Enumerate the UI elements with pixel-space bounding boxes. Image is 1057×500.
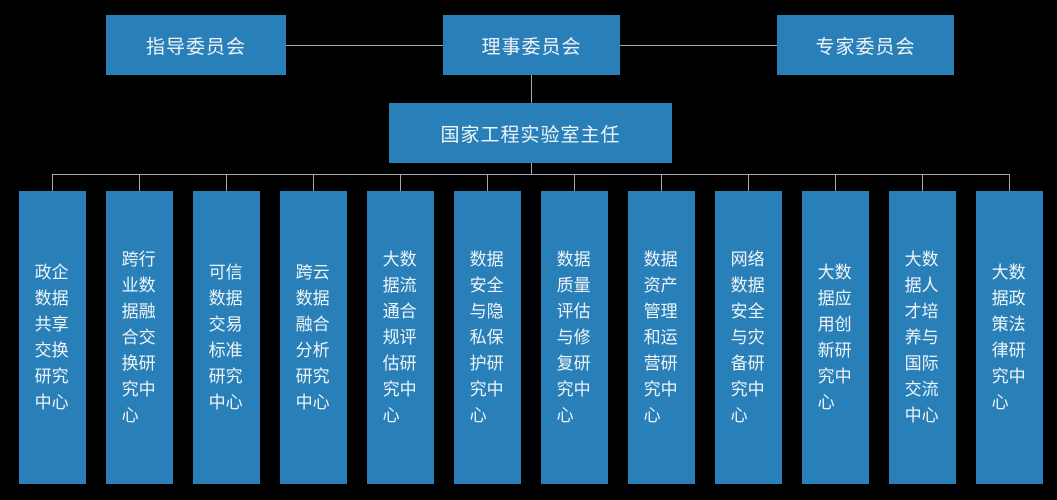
connector-line [748, 174, 749, 191]
connector-line [574, 174, 575, 191]
connector-line [835, 174, 836, 191]
connector-line [1009, 174, 1010, 191]
research-center-box: 数据资产管理和运营研究中心 [628, 191, 695, 484]
research-center: 数据资产管理和运营研究中心 [628, 174, 695, 484]
research-center: 大数据应用创新研究中心 [802, 174, 869, 484]
research-center-box: 大数据应用创新研究中心 [802, 191, 869, 484]
research-center-label: 可信数据交易标准研究中心 [208, 262, 243, 412]
director-label: 国家工程实验室主任 [440, 124, 621, 146]
connector-line [922, 174, 923, 191]
research-center: 大数据流通合规评估研究中心 [367, 174, 434, 484]
connector-line [661, 174, 662, 191]
connector-line [487, 174, 488, 191]
research-center-label: 数据资产管理和运营研究中心 [643, 249, 678, 425]
research-center-label: 政企数据共享交换研究中心 [34, 262, 69, 412]
committee-label: 专家委员会 [815, 36, 916, 58]
committee-label: 理事委员会 [481, 36, 582, 58]
connector-bus-line [52, 174, 1009, 175]
research-center: 大数据政策法律研究中心 [976, 174, 1043, 484]
connector-line [400, 174, 401, 191]
research-center-box: 跨云数据融合分析研究中心 [280, 191, 347, 484]
committee-box-guidance: 指导委员会 [106, 15, 286, 75]
research-center-box: 网络数据安全与灾备研究中心 [715, 191, 782, 484]
connector-line [313, 174, 314, 191]
research-center-label: 大数据政策法律研究中心 [991, 262, 1026, 412]
research-center-label: 数据质量评估与修复研究中心 [556, 249, 591, 425]
research-center-box: 数据质量评估与修复研究中心 [541, 191, 608, 484]
connector-line [620, 45, 777, 46]
research-center: 网络数据安全与灾备研究中心 [715, 174, 782, 484]
committee-box-council: 理事委员会 [443, 15, 620, 75]
research-center-box: 跨行业数据融合交换研究中心 [106, 191, 173, 484]
research-center: 跨云数据融合分析研究中心 [280, 174, 347, 484]
research-center-label: 大数据流通合规评估研究中心 [382, 249, 417, 425]
connector-line [226, 174, 227, 191]
connector-line [52, 174, 53, 191]
connector-line [139, 174, 140, 191]
research-center: 大数据人才培养与国际交流中心 [889, 174, 956, 484]
connector-line [531, 163, 532, 174]
research-center: 可信数据交易标准研究中心 [193, 174, 260, 484]
research-center-box: 政企数据共享交换研究中心 [19, 191, 86, 484]
research-center: 跨行业数据融合交换研究中心 [106, 174, 173, 484]
research-center-box: 数据安全与隐私保护研究中心 [454, 191, 521, 484]
research-center-label: 大数据应用创新研究中心 [817, 262, 852, 412]
committee-label: 指导委员会 [145, 36, 246, 58]
research-center-box: 可信数据交易标准研究中心 [193, 191, 260, 484]
research-center-label: 网络数据安全与灾备研究中心 [730, 249, 765, 425]
research-center-box: 大数据政策法律研究中心 [976, 191, 1043, 484]
research-center: 数据质量评估与修复研究中心 [541, 174, 608, 484]
committee-box-experts: 专家委员会 [777, 15, 954, 75]
research-centers-row: 政企数据共享交换研究中心 跨行业数据融合交换研究中心 可信数据交易标准研究中心 … [19, 174, 1043, 484]
research-center-label: 大数据人才培养与国际交流中心 [904, 249, 939, 425]
connector-line [531, 75, 532, 103]
research-center: 数据安全与隐私保护研究中心 [454, 174, 521, 484]
research-center-label: 数据安全与隐私保护研究中心 [469, 249, 504, 425]
research-center-box: 大数据人才培养与国际交流中心 [889, 191, 956, 484]
director-box: 国家工程实验室主任 [389, 103, 672, 163]
research-center-label: 跨行业数据融合交换研究中心 [121, 249, 156, 425]
connector-line [286, 45, 443, 46]
research-center-label: 跨云数据融合分析研究中心 [295, 262, 330, 412]
research-center-box: 大数据流通合规评估研究中心 [367, 191, 434, 484]
research-center: 政企数据共享交换研究中心 [19, 174, 86, 484]
